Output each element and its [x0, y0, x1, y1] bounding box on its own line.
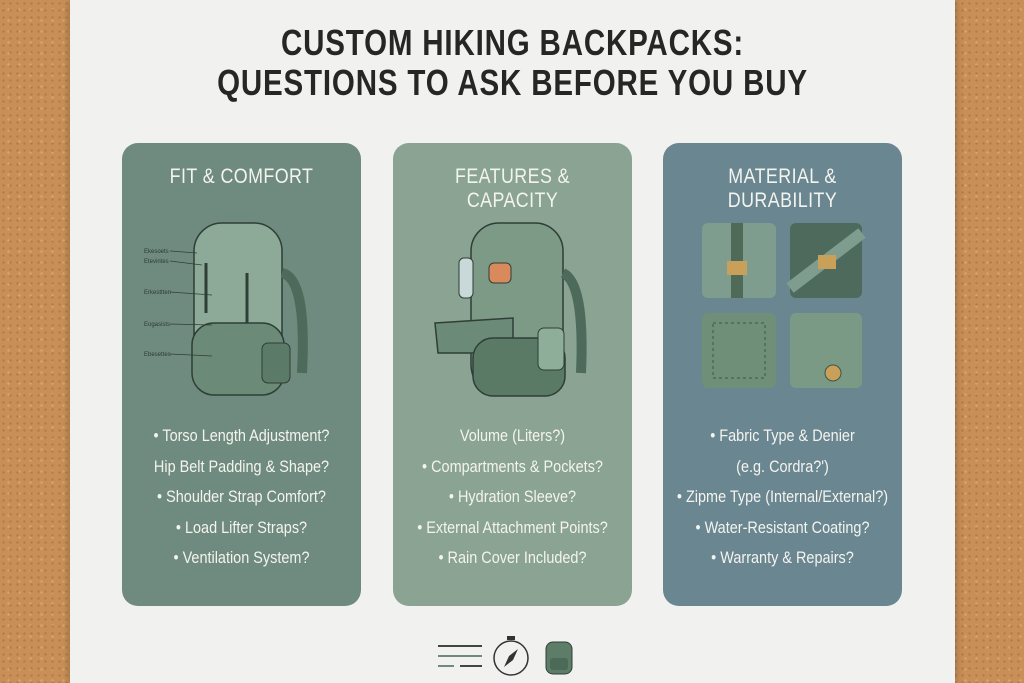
card-title: FIT & COMFORT: [169, 165, 314, 188]
list-item: • Zipme Type (Internal/External?): [676, 487, 889, 506]
card-material-durability: MATERIAL & DURABILITY • Fabric Type & De…: [663, 143, 902, 606]
list-item: • Shoulder Strap Comfort?: [157, 487, 326, 506]
card-fit-comfort: FIT & COMFORT Ekesoets Etevintes Erkestt…: [122, 143, 361, 606]
list-item: • External Attachment Points?: [417, 517, 608, 537]
lines-icon: [438, 645, 482, 667]
compass-icon: [493, 636, 529, 676]
list-item: • Ventilation System?: [173, 548, 310, 567]
diagram-label: Etevintes: [144, 259, 169, 265]
list-item: • Rain Cover Included?: [438, 548, 587, 567]
material-swatches-icon: [702, 223, 866, 388]
diagram-label: Eogasists: [144, 322, 170, 328]
backpack-diagram-icon: Ekesoets Etevintes Erkesttten Eogasists …: [144, 222, 308, 396]
card-title: FEATURES & CAPACITY: [454, 165, 570, 212]
card-features-capacity: FEATURES & CAPACITY Volume (Liters?) • C…: [393, 143, 632, 606]
list-item: • Water-Resistant Coating?: [695, 517, 870, 537]
diagram-label: Ekesoets: [144, 249, 169, 255]
poster-title-line2: QUESTIONS TO ASK BEFORE YOU BUY: [217, 62, 808, 103]
card-title: MATERIAL & DURABILITY: [727, 165, 838, 212]
footer-icons: [438, 636, 573, 676]
list-item: • Fabric Type & Denier: [710, 426, 855, 445]
list-item: • Hydration Sleeve?: [448, 487, 577, 506]
list-item: Hip Belt Padding & Shape?: [153, 456, 330, 476]
backpack-icon: [545, 641, 573, 675]
poster-title-line1: CUSTOM HIKING BACKPACKS:: [280, 22, 745, 63]
list-item: (e.g. Cordra?'): [736, 456, 829, 476]
list-item: Volume (Liters?): [459, 426, 566, 445]
diagram-label: Erkesttten: [144, 290, 171, 296]
list-item: • Warranty & Repairs?: [711, 548, 854, 567]
list-item: • Load Lifter Straps?: [175, 517, 308, 537]
poster: CUSTOM HIKING BACKPACKS: QUESTIONS TO AS…: [70, 0, 955, 683]
open-backpack-icon: [434, 222, 587, 397]
diagram-label: Ebesettes: [144, 352, 171, 358]
list-item: • Compartments & Pockets?: [422, 456, 603, 476]
list-item: • Torso Length Adjustment?: [153, 426, 330, 445]
